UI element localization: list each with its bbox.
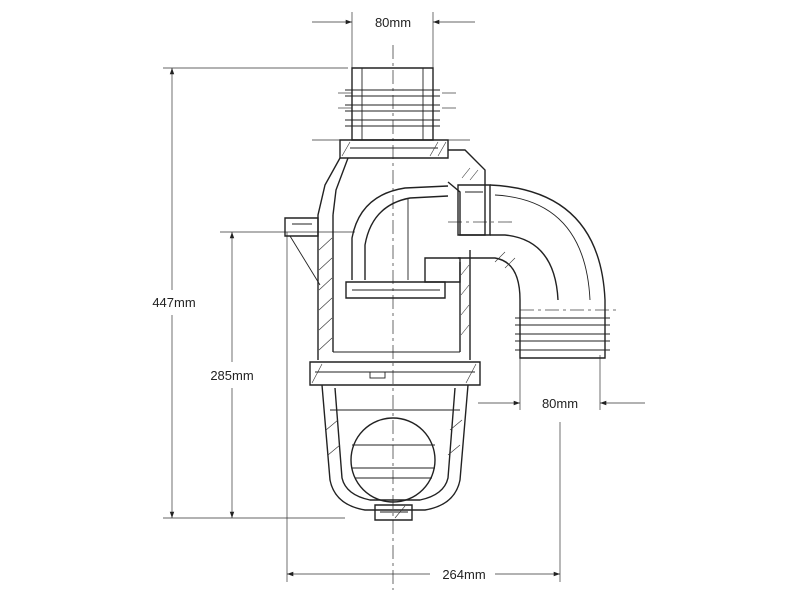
- top-width-label: 80mm: [375, 15, 411, 30]
- dimension-outlet-width: 80mm: [478, 355, 645, 411]
- center-lines: [392, 45, 620, 590]
- dimension-total-height: 447mm: [152, 67, 348, 519]
- lower-height-label: 285mm: [210, 368, 253, 383]
- outlet-elbow: [457, 184, 610, 359]
- inlet-leaders: [338, 92, 456, 109]
- dimension-total-width: 264mm: [286, 232, 561, 582]
- lower-bowl: [321, 384, 469, 521]
- dimension-top-width: 80mm: [312, 12, 475, 68]
- inlet-pipe: [312, 67, 470, 141]
- clamp-band: [309, 361, 481, 386]
- outlet-width-label: 80mm: [542, 396, 578, 411]
- upper-body: [284, 139, 486, 286]
- main-body: [317, 185, 471, 360]
- section-hatching: [311, 141, 516, 519]
- total-height-label: 447mm: [152, 295, 195, 310]
- total-width-label: 264mm: [442, 567, 485, 582]
